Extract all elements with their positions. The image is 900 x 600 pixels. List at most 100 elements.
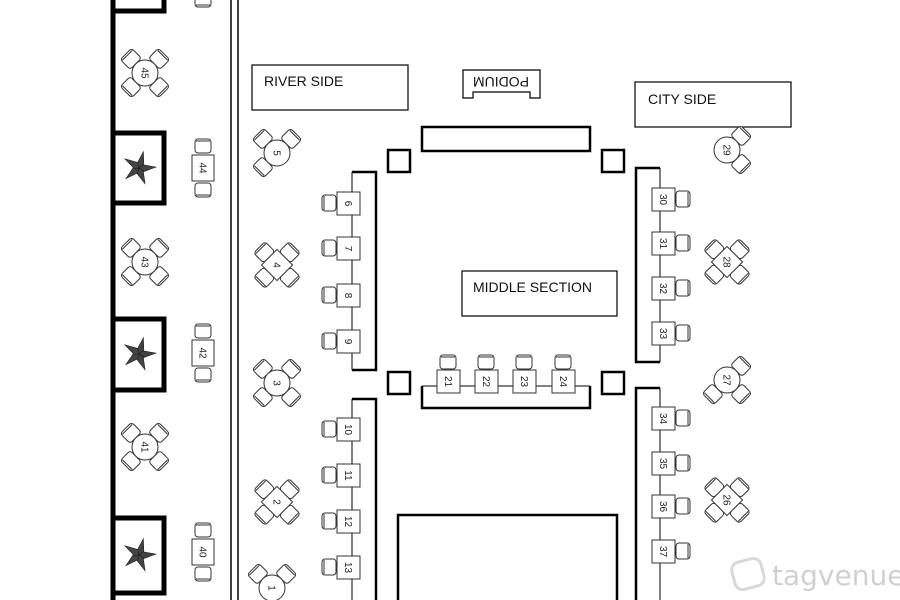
chair-icon bbox=[321, 239, 337, 257]
pillar bbox=[386, 370, 412, 396]
chair-icon bbox=[194, 0, 212, 8]
chair-icon bbox=[194, 566, 212, 582]
bar-counter bbox=[396, 513, 619, 600]
left-wall bbox=[110, 0, 239, 600]
watermark: tagvenue bbox=[730, 556, 900, 592]
table-28[interactable]: 28 bbox=[704, 239, 751, 286]
table-44[interactable]: 44 bbox=[191, 138, 215, 198]
table-45[interactable]: 45 bbox=[120, 48, 170, 98]
table-number: 35 bbox=[657, 458, 668, 470]
table-35[interactable]: 35 bbox=[651, 451, 691, 476]
chair-icon bbox=[321, 512, 337, 530]
table-31[interactable]: 31 bbox=[651, 231, 691, 256]
table-41[interactable]: 41 bbox=[120, 422, 170, 472]
chair-icon bbox=[477, 354, 495, 370]
table-23[interactable]: 23 bbox=[512, 354, 537, 394]
table-number: 42 bbox=[197, 347, 208, 359]
table-12[interactable]: 12 bbox=[321, 509, 361, 534]
table-6[interactable]: 6 bbox=[321, 191, 361, 216]
tagvenue-logo-icon bbox=[730, 556, 766, 592]
table-40[interactable]: 40 bbox=[191, 522, 215, 582]
table-8[interactable]: 8 bbox=[321, 283, 361, 308]
table-number: 40 bbox=[197, 546, 208, 558]
table-number: 44 bbox=[197, 162, 208, 174]
table-30[interactable]: 30 bbox=[651, 187, 691, 212]
chair-icon bbox=[321, 420, 337, 438]
table-37[interactable]: 37 bbox=[651, 539, 691, 564]
partial-chair bbox=[194, 0, 212, 8]
table-43[interactable]: 43 bbox=[120, 237, 170, 287]
pillar bbox=[386, 148, 412, 174]
table-33[interactable]: 33 bbox=[651, 321, 691, 346]
table-number: 26 bbox=[721, 494, 732, 506]
table-number: 9 bbox=[342, 339, 353, 345]
planter-box bbox=[110, 0, 167, 14]
table-9[interactable]: 9 bbox=[321, 329, 361, 354]
chair-icon bbox=[675, 497, 691, 515]
chair-icon bbox=[194, 138, 212, 154]
middle-section-label: MIDDLE SECTION bbox=[473, 279, 592, 295]
table-number: 23 bbox=[518, 376, 529, 388]
chair-icon bbox=[515, 354, 533, 370]
plant-icon bbox=[123, 150, 157, 185]
table-number: 36 bbox=[657, 501, 668, 513]
table-number: 30 bbox=[657, 194, 668, 206]
table-21[interactable]: 21 bbox=[436, 354, 461, 394]
table-2[interactable]: 2 bbox=[254, 479, 301, 526]
city-side-label: CITY SIDE bbox=[648, 91, 716, 107]
chair-icon bbox=[321, 286, 337, 304]
chair-icon bbox=[321, 194, 337, 212]
table-number: 29 bbox=[721, 144, 732, 156]
table-27[interactable]: 27 bbox=[702, 355, 752, 405]
table-13[interactable]: 13 bbox=[321, 555, 361, 580]
river-side-label: RIVER SIDE bbox=[264, 73, 343, 89]
podium-label: PODIUM bbox=[473, 74, 529, 90]
chair-icon bbox=[554, 354, 572, 370]
table-32[interactable]: 32 bbox=[651, 276, 691, 301]
table-number: 4 bbox=[271, 262, 282, 268]
table-number: 13 bbox=[342, 562, 353, 574]
chair-icon bbox=[194, 367, 212, 383]
banquette bbox=[420, 386, 592, 410]
table-3[interactable]: 3 bbox=[252, 358, 302, 408]
table-number: 10 bbox=[342, 424, 353, 436]
table-number: 24 bbox=[557, 376, 568, 388]
chair-icon bbox=[194, 323, 212, 339]
table-number: 32 bbox=[657, 283, 668, 295]
table-1[interactable]: 1 bbox=[247, 563, 297, 600]
chair-icon bbox=[675, 324, 691, 342]
table-number: 11 bbox=[342, 470, 353, 481]
podium: PODIUM bbox=[462, 69, 541, 99]
city-side-area: CITY SIDE bbox=[634, 81, 792, 128]
table-5[interactable]: 5 bbox=[252, 128, 302, 178]
table-number: 28 bbox=[721, 256, 732, 268]
table-7[interactable]: 7 bbox=[321, 236, 361, 261]
table-4[interactable]: 4 bbox=[254, 242, 301, 289]
table-number: 6 bbox=[342, 201, 353, 207]
central-structures bbox=[352, 125, 660, 600]
table-number: 12 bbox=[342, 516, 353, 528]
table-36[interactable]: 36 bbox=[651, 494, 691, 519]
table-34[interactable]: 34 bbox=[651, 406, 691, 431]
watermark-text: tagvenue bbox=[772, 559, 900, 592]
table-11[interactable]: 11 bbox=[321, 463, 361, 488]
table-number: 7 bbox=[342, 246, 353, 252]
chair-icon bbox=[675, 454, 691, 472]
table-24[interactable]: 24 bbox=[551, 354, 576, 394]
banquette bbox=[634, 386, 660, 600]
table-number: 43 bbox=[139, 256, 150, 268]
table-22[interactable]: 22 bbox=[474, 354, 499, 394]
table-10[interactable]: 10 bbox=[321, 417, 361, 442]
table-number: 1 bbox=[266, 585, 277, 591]
chair-icon bbox=[675, 542, 691, 560]
chair-icon bbox=[675, 234, 691, 252]
table-42[interactable]: 42 bbox=[191, 323, 215, 383]
chair-icon bbox=[439, 354, 457, 370]
table-29[interactable]: 29 bbox=[713, 125, 752, 175]
table-number: 5 bbox=[271, 150, 282, 156]
table-number: 2 bbox=[271, 499, 282, 505]
banquette bbox=[352, 170, 378, 372]
table-26[interactable]: 26 bbox=[704, 477, 751, 524]
table-number: 22 bbox=[480, 376, 491, 388]
table-number: 34 bbox=[657, 413, 668, 425]
